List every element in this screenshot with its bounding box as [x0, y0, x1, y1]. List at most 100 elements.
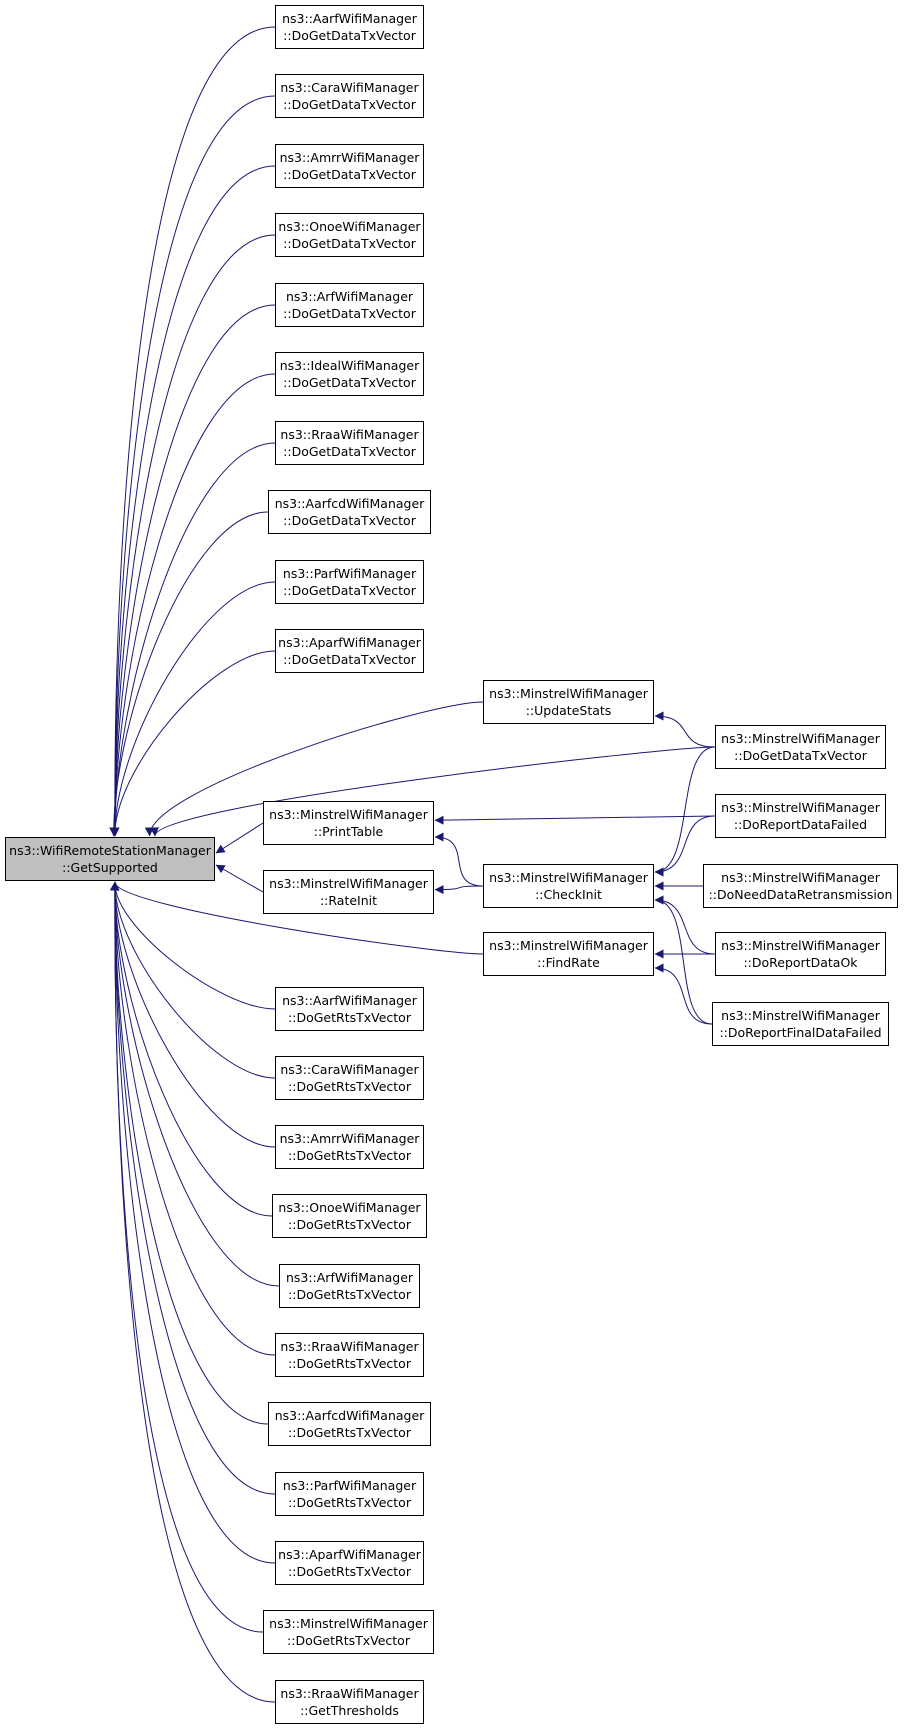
node-class-label: ns3::ArfWifiManager	[285, 1270, 414, 1285]
node-class-label: ns3::RraaWifiManager	[280, 1686, 419, 1701]
call-edge-minstrel-printtable-to-root	[215, 822, 264, 854]
call-edge-amrr-data-to-root	[110, 165, 276, 837]
call-edge-parf-rts-to-root	[110, 881, 276, 1495]
node-method-label: ::DoGetRtsTxVector	[288, 1287, 411, 1302]
node-method-label: ::DoGetRtsTxVector	[288, 1425, 411, 1440]
caller-node-onoe-rts[interactable]: ns3::OnoeWifiManager::DoGetRtsTxVector	[272, 1194, 427, 1238]
node-method-label: ::DoGetDataTxVector	[734, 748, 867, 763]
node-method-label: ::DoGetDataTxVector	[283, 513, 416, 528]
caller-node-minstrel-findrate[interactable]: ns3::MinstrelWifiManager::FindRate	[483, 932, 654, 976]
call-edge-rraa-thresholds-to-root	[110, 881, 276, 1703]
focus-function-node: ns3::WifiRemoteStationManager::GetSuppor…	[5, 837, 215, 881]
node-method-label: ::DoNeedDataRetransmission	[708, 887, 893, 902]
node-class-label: ns3::MinstrelWifiManager	[489, 938, 648, 953]
caller-node-aarf-rts[interactable]: ns3::AarfWifiManager::DoGetRtsTxVector	[275, 987, 424, 1031]
caller-node-minstrel-rts[interactable]: ns3::MinstrelWifiManager::DoGetRtsTxVect…	[263, 1610, 434, 1654]
call-edge-aarfcd-rts-to-root	[110, 881, 269, 1425]
caller-node-amrr-rts[interactable]: ns3::AmrrWifiManager::DoGetRtsTxVector	[275, 1125, 424, 1169]
node-method-label: ::DoGetDataTxVector	[283, 583, 416, 598]
caller-node-parf-data[interactable]: ns3::ParfWifiManager::DoGetDataTxVector	[275, 560, 424, 604]
node-method-label: ::RateInit	[319, 893, 378, 908]
node-method-label: ::DoGetRtsTxVector	[287, 1633, 410, 1648]
caller-node-minstrel-updatestats[interactable]: ns3::MinstrelWifiManager::UpdateStats	[483, 680, 654, 724]
call-edge-rraa-data-to-root	[110, 442, 276, 837]
caller-node-minstrel-printtable[interactable]: ns3::MinstrelWifiManager::PrintTable	[263, 801, 434, 845]
caller-node-arf-data[interactable]: ns3::ArfWifiManager::DoGetDataTxVector	[275, 283, 424, 327]
node-method-label: ::DoGetRtsTxVector	[288, 1495, 411, 1510]
caller-node-rraa-data[interactable]: ns3::RraaWifiManager::DoGetDataTxVector	[275, 421, 424, 465]
node-class-label: ns3::OnoeWifiManager	[278, 219, 421, 234]
caller-node-arf-rts[interactable]: ns3::ArfWifiManager::DoGetRtsTxVector	[279, 1264, 420, 1308]
call-edge-aarf-data-to-root	[110, 26, 276, 837]
node-method-label: ::FindRate	[537, 955, 600, 970]
call-edge-minstrel-doreportdatafailed-to-minstrel-checkinit	[654, 815, 716, 877]
caller-node-onoe-data[interactable]: ns3::OnoeWifiManager::DoGetDataTxVector	[275, 213, 424, 257]
caller-node-rraa-rts[interactable]: ns3::RraaWifiManager::DoGetRtsTxVector	[275, 1333, 424, 1377]
node-class-label: ns3::AmrrWifiManager	[279, 1131, 420, 1146]
node-method-label: ::DoReportFinalDataFailed	[719, 1025, 882, 1040]
node-method-label: ::PrintTable	[313, 824, 384, 839]
call-edge-minstrel-dogetdata-to-minstrel-checkinit	[654, 746, 716, 877]
node-method-label: ::DoGetDataTxVector	[283, 652, 416, 667]
node-class-label: ns3::MinstrelWifiManager	[269, 876, 428, 891]
node-method-label: ::DoGetRtsTxVector	[288, 1079, 411, 1094]
call-edge-arf-data-to-root	[110, 304, 276, 837]
call-edge-cara-data-to-root	[110, 95, 276, 837]
caller-node-amrr-data[interactable]: ns3::AmrrWifiManager::DoGetDataTxVector	[275, 144, 424, 188]
call-edge-minstrel-checkinit-to-minstrel-printtable	[434, 832, 484, 887]
caller-node-minstrel-doneeddataretrans[interactable]: ns3::MinstrelWifiManager::DoNeedDataRetr…	[703, 864, 898, 908]
caller-node-aarfcd-rts[interactable]: ns3::AarfcdWifiManager::DoGetRtsTxVector	[268, 1402, 431, 1446]
node-class-label: ns3::WifiRemoteStationManager	[9, 843, 211, 858]
node-method-label: ::DoReportDataOk	[743, 955, 858, 970]
caller-node-minstrel-checkinit[interactable]: ns3::MinstrelWifiManager::CheckInit	[483, 864, 654, 908]
node-class-label: ns3::AparfWifiManager	[278, 1547, 421, 1562]
call-edge-minstrel-doreportdataok-to-minstrel-checkinit	[654, 895, 716, 955]
node-class-label: ns3::MinstrelWifiManager	[721, 1008, 880, 1023]
caller-node-ideal-data[interactable]: ns3::IdealWifiManager::DoGetDataTxVector	[275, 352, 424, 396]
node-class-label: ns3::MinstrelWifiManager	[721, 800, 880, 815]
caller-node-minstrel-doreportfinaldatafailed[interactable]: ns3::MinstrelWifiManager::DoReportFinalD…	[712, 1002, 889, 1046]
node-method-label: ::DoGetRtsTxVector	[288, 1148, 411, 1163]
caller-node-cara-rts[interactable]: ns3::CaraWifiManager::DoGetRtsTxVector	[275, 1056, 424, 1100]
caller-node-minstrel-dogetdata[interactable]: ns3::MinstrelWifiManager::DoGetDataTxVec…	[715, 725, 886, 769]
node-method-label: ::CheckInit	[535, 887, 602, 902]
call-edge-onoe-data-to-root	[110, 234, 276, 837]
caller-node-minstrel-rateinit[interactable]: ns3::MinstrelWifiManager::RateInit	[263, 870, 434, 914]
caller-node-parf-rts[interactable]: ns3::ParfWifiManager::DoGetRtsTxVector	[275, 1472, 424, 1516]
node-class-label: ns3::RraaWifiManager	[280, 1339, 419, 1354]
node-class-label: ns3::MinstrelWifiManager	[721, 870, 880, 885]
caller-node-rraa-thresholds[interactable]: ns3::RraaWifiManager::GetThresholds	[275, 1680, 424, 1724]
node-class-label: ns3::MinstrelWifiManager	[269, 1616, 428, 1631]
caller-node-aparf-rts[interactable]: ns3::AparfWifiManager::DoGetRtsTxVector	[275, 1541, 424, 1585]
node-class-label: ns3::AarfcdWifiManager	[274, 496, 425, 511]
node-class-label: ns3::OnoeWifiManager	[278, 1200, 421, 1215]
node-class-label: ns3::CaraWifiManager	[280, 80, 419, 95]
call-edge-minstrel-checkinit-to-minstrel-rateinit	[434, 885, 484, 895]
node-method-label: ::DoReportDataFailed	[733, 817, 868, 832]
node-method-label: ::GetThresholds	[300, 1703, 399, 1718]
caller-node-aarf-data[interactable]: ns3::AarfWifiManager::DoGetDataTxVector	[275, 5, 424, 49]
node-class-label: ns3::AparfWifiManager	[278, 635, 421, 650]
node-class-label: ns3::MinstrelWifiManager	[489, 686, 648, 701]
node-class-label: ns3::MinstrelWifiManager	[489, 870, 648, 885]
node-class-label: ns3::CaraWifiManager	[280, 1062, 419, 1077]
call-edge-aparf-data-to-root	[110, 650, 276, 837]
caller-node-minstrel-doreportdataok[interactable]: ns3::MinstrelWifiManager::DoReportDataOk	[715, 932, 886, 976]
call-edge-arf-rts-to-root	[110, 881, 280, 1287]
node-class-label: ns3::ArfWifiManager	[285, 289, 414, 304]
caller-node-aarfcd-data[interactable]: ns3::AarfcdWifiManager::DoGetDataTxVecto…	[268, 490, 431, 534]
call-edge-minstrel-dogetdata-to-minstrel-updatestats	[654, 711, 716, 748]
call-edge-onoe-rts-to-root	[110, 881, 273, 1217]
call-edge-minstrel-doreportdatafailed-to-minstrel-printtable	[434, 815, 716, 825]
node-class-label: ns3::MinstrelWifiManager	[721, 731, 880, 746]
call-edge-minstrel-doreportfinaldatafailed-to-minstrel-findrate	[654, 963, 713, 1025]
caller-node-aparf-data[interactable]: ns3::AparfWifiManager::DoGetDataTxVector	[275, 629, 424, 673]
node-method-label: ::DoGetRtsTxVector	[288, 1356, 411, 1371]
node-class-label: ns3::MinstrelWifiManager	[721, 938, 880, 953]
caller-node-minstrel-doreportdatafailed[interactable]: ns3::MinstrelWifiManager::DoReportDataFa…	[715, 794, 886, 838]
call-edge-minstrel-dogetdata-to-root	[150, 746, 716, 837]
caller-node-cara-data[interactable]: ns3::CaraWifiManager::DoGetDataTxVector	[275, 74, 424, 118]
call-edge-minstrel-doreportfinaldatafailed-to-minstrel-checkinit	[654, 895, 713, 1025]
node-class-label: ns3::ParfWifiManager	[282, 1478, 417, 1493]
